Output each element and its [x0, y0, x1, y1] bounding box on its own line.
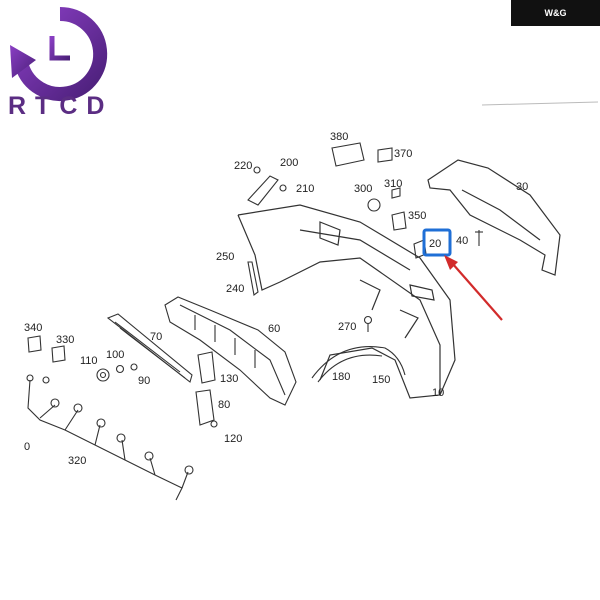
part-label-250: 250: [216, 251, 234, 263]
brand-badge: W&G: [511, 0, 600, 26]
part-label-370: 370: [394, 148, 412, 160]
part-label-310: 310: [384, 178, 402, 190]
part-20-highlight: [422, 228, 452, 257]
part-label-350: 350: [408, 210, 426, 222]
part-label-180: 180: [332, 371, 350, 383]
red-arrow: [444, 255, 503, 321]
part-270-shape: [363, 315, 373, 332]
part-label-10: 10: [432, 387, 444, 399]
part-130-shape: [195, 351, 218, 428]
part-label-210: 210: [296, 183, 314, 195]
part-label-380: 380: [330, 131, 348, 143]
part-label-60: 60: [268, 323, 280, 335]
part-label-330: 330: [56, 334, 74, 346]
part-label-110: 110: [80, 355, 98, 367]
part-40-shape: [475, 230, 483, 246]
part-label-200: 200: [280, 157, 298, 169]
part-label-20: 20: [429, 238, 441, 250]
part-320-harness: [26, 374, 194, 501]
part-label-270: 270: [338, 321, 356, 333]
part-label-70: 70: [150, 331, 162, 343]
part-label-30: 30: [516, 181, 528, 193]
part-label-240: 240: [226, 283, 244, 295]
logo-icon: [10, 6, 108, 101]
part-340-shape: [27, 335, 66, 363]
part-label-90: 90: [138, 375, 150, 387]
part-110-shape: [96, 363, 138, 382]
part-label-0: 0: [24, 441, 30, 453]
part-label-130: 130: [220, 373, 238, 385]
part-380-shape: [331, 142, 393, 167]
part-label-340: 340: [24, 322, 42, 334]
part-300-shape: [367, 187, 407, 231]
part-60-shape: [164, 296, 297, 406]
part-label-120: 120: [224, 433, 242, 445]
part-220-shape: [247, 166, 287, 206]
part-30-shape: [427, 159, 561, 276]
part-label-40: 40: [456, 235, 468, 247]
part-label-80: 80: [218, 399, 230, 411]
part-label-150: 150: [372, 374, 390, 386]
part-label-300: 300: [354, 183, 372, 195]
part-70-shape: [106, 313, 193, 383]
part-240-shape: [247, 261, 259, 296]
part-10-bumper: [237, 204, 456, 399]
part-label-100: 100: [106, 349, 124, 361]
part-label-320: 320: [68, 455, 86, 467]
part-180-shape: [311, 346, 406, 383]
part-label-220: 220: [234, 160, 252, 172]
logo-text: RTCD: [8, 92, 114, 120]
